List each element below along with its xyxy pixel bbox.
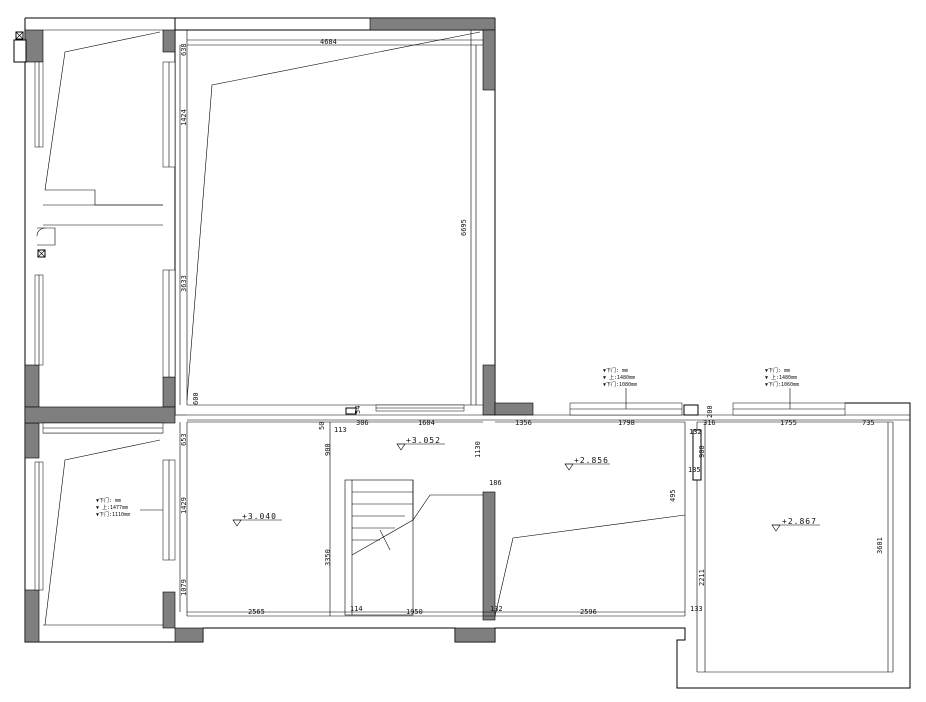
- dim-top-width: 4684: [320, 38, 337, 46]
- dim-1356: 1356: [515, 419, 532, 427]
- window-note-2: ▼下门: mm ▼ 上:1480mm ▼下门:1060mm: [765, 367, 799, 409]
- dim-2565: 2565: [248, 608, 265, 616]
- staircase: [344, 479, 483, 616]
- dim-6695: 6695: [460, 219, 468, 236]
- window-note-3-line-1: ▼下门: mm: [96, 497, 121, 504]
- window-note-2-line-2: ▼ 上:1480mm: [765, 374, 797, 381]
- dim-1798: 1798: [618, 419, 635, 427]
- dim-114: 114: [350, 605, 363, 613]
- level-label-3: +3.040: [242, 512, 277, 521]
- dim-900-a: 900: [324, 443, 332, 456]
- dim-132-a: 132: [689, 428, 702, 436]
- window-note-3-line-3: ▼下门:1110mm: [96, 511, 130, 518]
- dim-3601: 3601: [876, 537, 884, 554]
- window-note-1: ▼下门: mm ▼ 上:1480mm ▼下门:1080mm: [603, 367, 637, 409]
- dim-113: 113: [334, 426, 347, 434]
- window-note-3: ▼下门: mm ▼ 上:1477mm ▼下门:1110mm: [96, 497, 163, 518]
- dim-600: 600: [192, 392, 200, 405]
- dim-50: 50: [318, 422, 326, 430]
- dim-135: 135: [688, 466, 701, 474]
- utility-boxes: [13, 31, 702, 481]
- window-note-1-line-1: ▼下门: mm: [603, 367, 628, 374]
- dim-132-b: 132: [490, 605, 503, 613]
- dim-653: 653: [180, 433, 188, 446]
- dim-2211: 2211: [698, 569, 706, 586]
- dim-1755: 1755: [780, 419, 797, 427]
- level-label-1: +3.052: [406, 436, 441, 445]
- dim-200: 200: [706, 405, 714, 418]
- windows: [34, 61, 846, 591]
- dim-495: 495: [669, 489, 677, 502]
- wall-columns: [24, 17, 534, 643]
- window-note-1-line-2: ▼ 上:1480mm: [603, 374, 635, 381]
- level-label-4: +2.867: [782, 517, 817, 526]
- window-note-3-line-2: ▼ 上:1477mm: [96, 504, 128, 511]
- window-note-2-line-1: ▼下门: mm: [765, 367, 790, 374]
- level-label-2: +2.856: [574, 456, 609, 465]
- dim-735: 735: [862, 419, 875, 427]
- dim-2596: 2596: [580, 608, 597, 616]
- dim-306: 306: [356, 419, 369, 427]
- window-note-1-line-3: ▼下门:1080mm: [603, 381, 637, 388]
- dim-186: 186: [489, 479, 502, 487]
- dim-638: 638: [180, 43, 188, 56]
- dim-1429: 1429: [180, 497, 188, 514]
- dim-900-b: 900: [698, 445, 706, 458]
- dimension-lines: [179, 39, 910, 672]
- dim-133: 133: [690, 605, 703, 613]
- dim-54: 54: [354, 406, 362, 414]
- window-note-2-line-3: ▼下门:1060mm: [765, 381, 799, 388]
- dim-3350: 3350: [324, 549, 332, 566]
- dim-1079: 1079: [180, 579, 188, 596]
- dim-1424: 1424: [180, 109, 188, 126]
- dim-1950: 1950: [406, 608, 423, 616]
- dim-316: 316: [703, 419, 716, 427]
- dim-1604: 1604: [418, 419, 435, 427]
- fixture-outlines: [36, 31, 686, 626]
- dim-3633: 3633: [180, 275, 188, 292]
- level-markers: [232, 443, 820, 532]
- dim-1130: 1130: [474, 441, 482, 458]
